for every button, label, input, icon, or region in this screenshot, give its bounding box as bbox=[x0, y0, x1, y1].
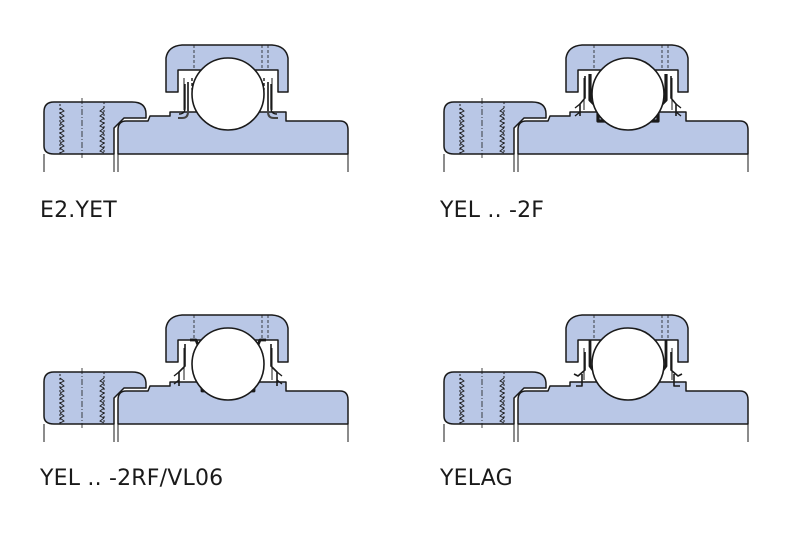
seal-plate bbox=[178, 82, 189, 119]
cage bbox=[183, 78, 273, 110]
cage bbox=[583, 78, 673, 110]
ball bbox=[591, 327, 665, 401]
cage bbox=[183, 348, 273, 380]
inner-ring bbox=[517, 381, 749, 425]
cage bbox=[583, 348, 673, 380]
bearing-section-yel-2f bbox=[443, 44, 749, 172]
locking-collar bbox=[443, 371, 547, 425]
set-screw bbox=[459, 98, 505, 158]
seal-lip bbox=[178, 84, 186, 115]
seal-lip-edge bbox=[276, 371, 283, 385]
seal-lip bbox=[579, 76, 586, 116]
set-screw bbox=[459, 368, 505, 428]
bearing-section-yelag bbox=[443, 314, 749, 442]
diagram-label-yel-2rf-vl06: YEL .. -2RF/VL06 bbox=[40, 466, 224, 491]
inner-ring bbox=[117, 381, 349, 425]
diagram-label-e2-yet: E2.YET bbox=[40, 198, 117, 223]
set-screw bbox=[59, 368, 105, 428]
locking-collar bbox=[43, 371, 147, 425]
locking-collar bbox=[443, 101, 547, 155]
bearing-section-e2-yet bbox=[43, 44, 349, 172]
set-screw bbox=[59, 98, 105, 158]
seal-lip bbox=[270, 344, 278, 386]
locking-collar bbox=[43, 101, 147, 155]
seal-lip bbox=[270, 84, 278, 115]
seal-lip-edge bbox=[574, 103, 581, 117]
seal-lip bbox=[670, 76, 677, 116]
seal-lip bbox=[178, 344, 186, 386]
bearing-section-yel-2rf-vl06 bbox=[43, 314, 349, 442]
diagram-label-yelag: YELAG bbox=[440, 466, 513, 491]
ball bbox=[591, 57, 665, 131]
seal-lip-edge bbox=[173, 371, 180, 385]
ball bbox=[191, 327, 265, 401]
seal-lip bbox=[573, 352, 586, 387]
ball bbox=[191, 57, 265, 131]
seal-lip bbox=[670, 352, 683, 387]
diagram-label-yel-2f: YEL .. -2F bbox=[440, 198, 545, 223]
seal-lip-edge bbox=[675, 103, 682, 117]
inner-ring bbox=[117, 111, 349, 155]
inner-ring bbox=[517, 111, 749, 155]
seal-plate bbox=[267, 82, 278, 119]
